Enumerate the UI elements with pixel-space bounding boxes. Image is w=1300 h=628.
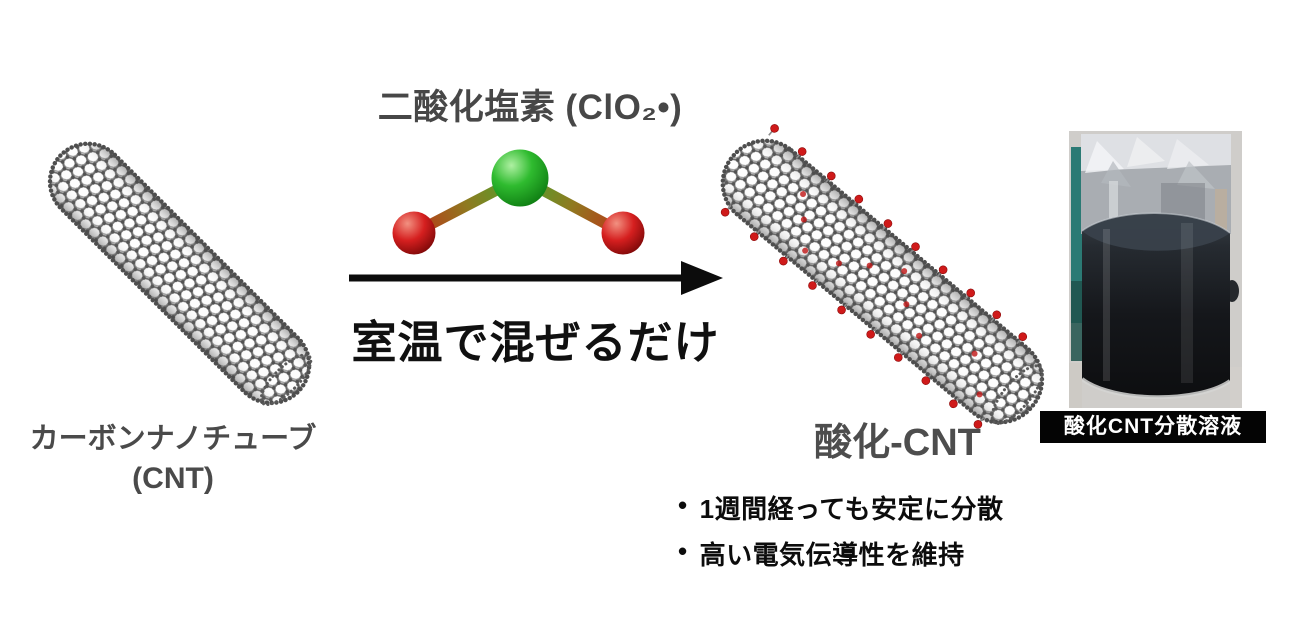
product-label: 酸化-CNT <box>814 422 981 464</box>
oxidized-cnt-endcap <box>990 364 1044 425</box>
oxidized-cnt-model <box>706 124 1059 440</box>
cnt-lattice <box>34 128 325 419</box>
oxidized-cnt-lattice <box>706 124 1059 440</box>
photo-caption: 酸化CNT分散溶液 <box>1040 411 1266 443</box>
condition-text: 室温で混ぜるだけ <box>351 317 720 368</box>
reactant-name: カーボンナノチューブ <box>29 423 317 455</box>
cnt-edge-atoms <box>47 141 312 406</box>
liquid-surface <box>1082 213 1230 251</box>
chlorine-atom <box>491 149 549 207</box>
bullet-item: • 1週間経っても安定に分散 <box>678 489 1098 526</box>
bullet-text: 1週間経っても安定に分散 <box>699 494 1004 524</box>
bullet-text: 高い電気伝導性を維持 <box>699 540 965 570</box>
clo2-molecule <box>392 149 645 255</box>
oxygen-dots-surface <box>800 191 983 398</box>
reactant-abbreviation: (CNT) <box>132 461 214 495</box>
arrow-head <box>681 261 723 295</box>
cnt-model <box>34 128 325 419</box>
bullet-item: • 高い電気伝導性を維持 <box>678 535 1098 572</box>
vial-bottom-rim <box>1080 377 1232 400</box>
cnt-dispersion-liquid <box>1082 213 1230 398</box>
reagent-title: 二酸化塩素 (ClO₂•) <box>377 88 683 127</box>
oxidized-cnt-edge-atoms <box>720 138 1045 425</box>
reactant-label: カーボンナノチューブ (CNT) <box>18 421 328 498</box>
reaction-arrow <box>349 261 723 295</box>
oxygen-atom-right <box>601 211 645 255</box>
oxygen-atom-left <box>392 211 436 255</box>
bullet-marker-icon: • <box>678 536 688 566</box>
cnt-endcap <box>259 353 313 407</box>
bullet-list: • 1週間経っても安定に分散 • 高い電気伝導性を維持 <box>678 489 1098 581</box>
dispersion-photo <box>1069 131 1242 408</box>
bullet-marker-icon: • <box>678 490 688 520</box>
oxygen-dots <box>720 124 1028 429</box>
